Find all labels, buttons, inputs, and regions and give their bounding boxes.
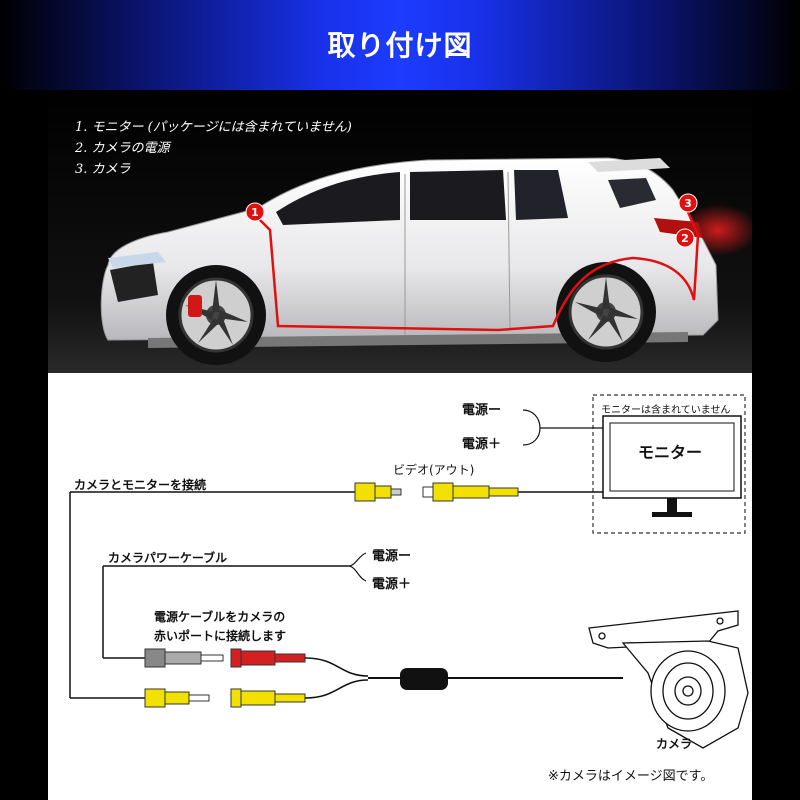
power-note-line-1: 電源ケーブルをカメラの xyxy=(154,610,286,624)
wiring-diagram-lines xyxy=(69,394,749,749)
legend-item-monitor: 1. モニター (パッケージには含まれていません) xyxy=(75,120,352,135)
camera-label: カメラ xyxy=(656,737,693,751)
front-grille xyxy=(110,262,158,302)
quarter-window xyxy=(514,170,568,220)
marker-1-label: 1 xyxy=(251,206,259,219)
spoiler xyxy=(588,158,670,172)
monitor-label: モニター xyxy=(638,443,703,462)
footnote: ※カメラはイメージ図です。 xyxy=(548,769,714,784)
rear-window xyxy=(608,178,656,208)
rear-wheel xyxy=(556,262,656,362)
page-title: 取り付け図 xyxy=(327,29,473,62)
power-connector-pair xyxy=(144,648,306,668)
wiring-route xyxy=(253,211,700,332)
rca-video-connector-pair-bottom xyxy=(144,688,306,708)
marker-2-label: 2 xyxy=(681,232,689,245)
marker-3: 3 xyxy=(678,193,698,213)
wiring-diagram: モニターは含まれていません モニター 電源ー 電源＋ ビデオ(アウト) カメラと… xyxy=(48,373,752,800)
front-window xyxy=(276,172,400,225)
monitor-power-plus-label: 電源＋ xyxy=(462,437,502,452)
legend-item-camera: 3. カメラ xyxy=(75,162,131,177)
headlight xyxy=(108,252,166,268)
camera-power-cable-label: カメラパワーケーブル xyxy=(108,551,228,565)
camera-power-plus-label: 電源＋ xyxy=(372,577,412,592)
marker-3-label: 3 xyxy=(684,197,692,210)
monitor-icon xyxy=(602,415,742,517)
camera-illustration xyxy=(588,610,749,749)
rear-door-window xyxy=(410,170,506,220)
legend: 1. モニター (パッケージには含まれていません) 2. カメラの電源 3. カ… xyxy=(75,117,352,180)
monitor-power-minus-label: 電源ー xyxy=(462,403,502,418)
car-illustration: 1 3 2 xyxy=(48,90,752,373)
power-note-line-2: 赤いポートに接続します xyxy=(154,629,287,643)
camera-power-minus-label: 電源ー xyxy=(372,549,412,564)
header-banner: 取り付け図 xyxy=(0,0,800,90)
side-skirt xyxy=(148,332,688,348)
monitor-not-included-note: モニターは含まれていません xyxy=(601,405,731,416)
car-photo: 1 3 2 xyxy=(48,90,752,373)
video-out-label: ビデオ(アウト) xyxy=(393,463,475,477)
legend-item-camera-power: 2. カメラの電源 xyxy=(75,141,170,156)
marker-1: 1 xyxy=(245,202,265,222)
rca-video-connector-pair-top xyxy=(354,482,519,502)
connect-camera-monitor-label: カメラとモニターを接続 xyxy=(74,478,207,492)
cable-junction-box xyxy=(400,668,448,690)
monitor-dashed-box xyxy=(592,394,746,534)
front-wheel xyxy=(166,265,266,365)
marker-2: 2 xyxy=(675,228,695,248)
